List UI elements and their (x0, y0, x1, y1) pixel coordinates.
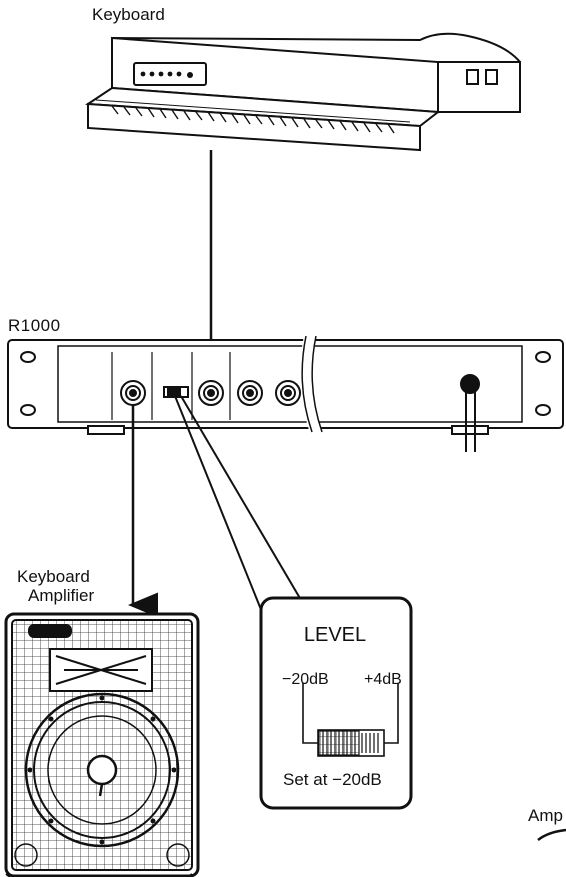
keyboard-amplifier-label-line1: Keyboard (17, 567, 90, 586)
jack-4 (275, 380, 301, 406)
output-jack (120, 380, 146, 406)
level-title: LEVEL (303, 624, 367, 646)
level-setting-text: Set at −20dB (283, 770, 382, 789)
r1000-rack-unit (7, 334, 564, 452)
level-min-label: −20dB (282, 671, 329, 688)
amplifier-edge (537, 828, 566, 841)
r1000-label: R1000 (8, 316, 61, 335)
jack-3 (237, 380, 263, 406)
level-max-label: +4dB (364, 671, 402, 688)
keyboard-amplifier-label-line2: Amplifier (28, 586, 95, 605)
keyboard-illustration (84, 32, 521, 152)
keyboard-keys (111, 105, 395, 134)
input-jack (198, 380, 224, 406)
level-callout-leader (174, 395, 302, 613)
power-cord (460, 374, 480, 452)
keyboard-label: Keyboard (92, 5, 165, 24)
level-switch (163, 386, 189, 398)
keyboard-amplifier-illustration (4, 612, 200, 877)
keyboard-control-knobs (140, 71, 193, 78)
level-callout-box (259, 596, 413, 810)
amp-partial-label: Amp (528, 806, 563, 825)
